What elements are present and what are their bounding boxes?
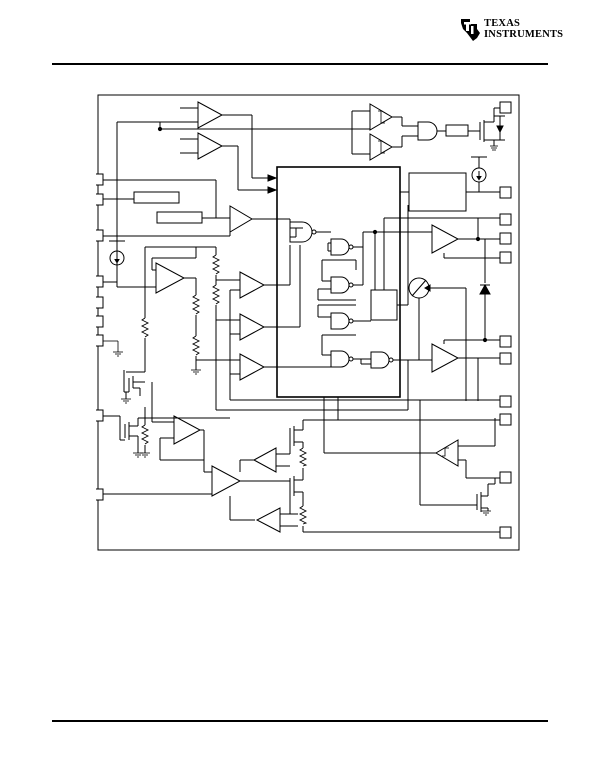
op-amp-icon [229, 205, 253, 233]
left-pins [96, 173, 104, 501]
pin-left-1 [96, 173, 104, 186]
pin-right-7 [499, 352, 512, 365]
pin-right-6 [499, 335, 512, 348]
op-amp-icon [239, 353, 266, 381]
ground-icon [103, 340, 201, 375]
ground-icon [121, 398, 131, 404]
buffer-block [445, 124, 469, 137]
nand-gate-icon [330, 312, 350, 330]
schmitt-comparator-icon [435, 439, 459, 467]
op-amp-icon [239, 271, 266, 299]
ti-logo: TEXAS INSTRUMENTS [457, 15, 563, 43]
footer-rule [52, 720, 548, 722]
pin-left-5 [96, 296, 104, 309]
pin-right-10 [499, 471, 512, 484]
op-amp-icon [239, 313, 266, 341]
pin-left-3 [96, 229, 104, 242]
control-box [408, 172, 467, 212]
logic-block [276, 166, 401, 398]
mosfet-icon [123, 370, 145, 396]
header-rule [52, 63, 548, 65]
pin-right-9 [499, 413, 512, 426]
current-source-icon [109, 250, 125, 266]
op-amp-icon [173, 415, 202, 445]
and-gate-icon [370, 351, 390, 369]
input-box-1 [133, 191, 180, 204]
schmitt-comparator-icon [369, 103, 393, 161]
pin-right-2 [499, 186, 512, 199]
input-box-2 [156, 211, 203, 224]
logo-word-instruments: INSTRUMENTS [484, 29, 564, 40]
pin-left-2 [96, 193, 104, 206]
nand-gate-icon [330, 276, 350, 294]
resistor-icon [140, 254, 221, 445]
op-amp-icon [431, 343, 460, 373]
mosfet-icon [476, 484, 489, 512]
ground-icon [490, 145, 498, 151]
comparator-icon [180, 101, 224, 160]
op-amp-icon [155, 262, 186, 294]
package-outline [97, 94, 520, 551]
resistor-icon [298, 447, 308, 525]
nand-gate-icon [289, 221, 313, 243]
pin-left-9 [96, 488, 104, 501]
op-amp-icon [252, 447, 277, 473]
pin-right-11 [499, 526, 512, 539]
and-gate-icon [417, 121, 438, 141]
pin-left-4 [96, 275, 104, 288]
pin-left-8 [96, 409, 104, 422]
pin-left-6 [96, 315, 104, 328]
diode-icon [479, 283, 491, 295]
op-amp-icon [255, 507, 281, 533]
ground-icon [133, 452, 491, 516]
mosfet-icon [124, 418, 139, 448]
pin-right-3 [499, 213, 512, 226]
pin-right-8 [499, 395, 512, 408]
latch-box [370, 289, 398, 321]
mosfet-icon [289, 426, 303, 496]
pin-left-7 [96, 334, 104, 347]
pin-right-5 [499, 251, 512, 264]
ti-state-outline-icon [461, 19, 480, 41]
right-pins [499, 101, 512, 539]
op-amp-icon [431, 224, 460, 254]
pin-right-1 [499, 101, 512, 114]
mosfet-icon [479, 107, 500, 146]
nand-gate-icon [330, 238, 350, 256]
pin-right-4 [499, 232, 512, 245]
op-amp-icon [211, 465, 242, 497]
nand-gate-icon [330, 350, 350, 368]
block-diagram [96, 93, 520, 553]
logo-word-texas: TEXAS [484, 18, 521, 29]
